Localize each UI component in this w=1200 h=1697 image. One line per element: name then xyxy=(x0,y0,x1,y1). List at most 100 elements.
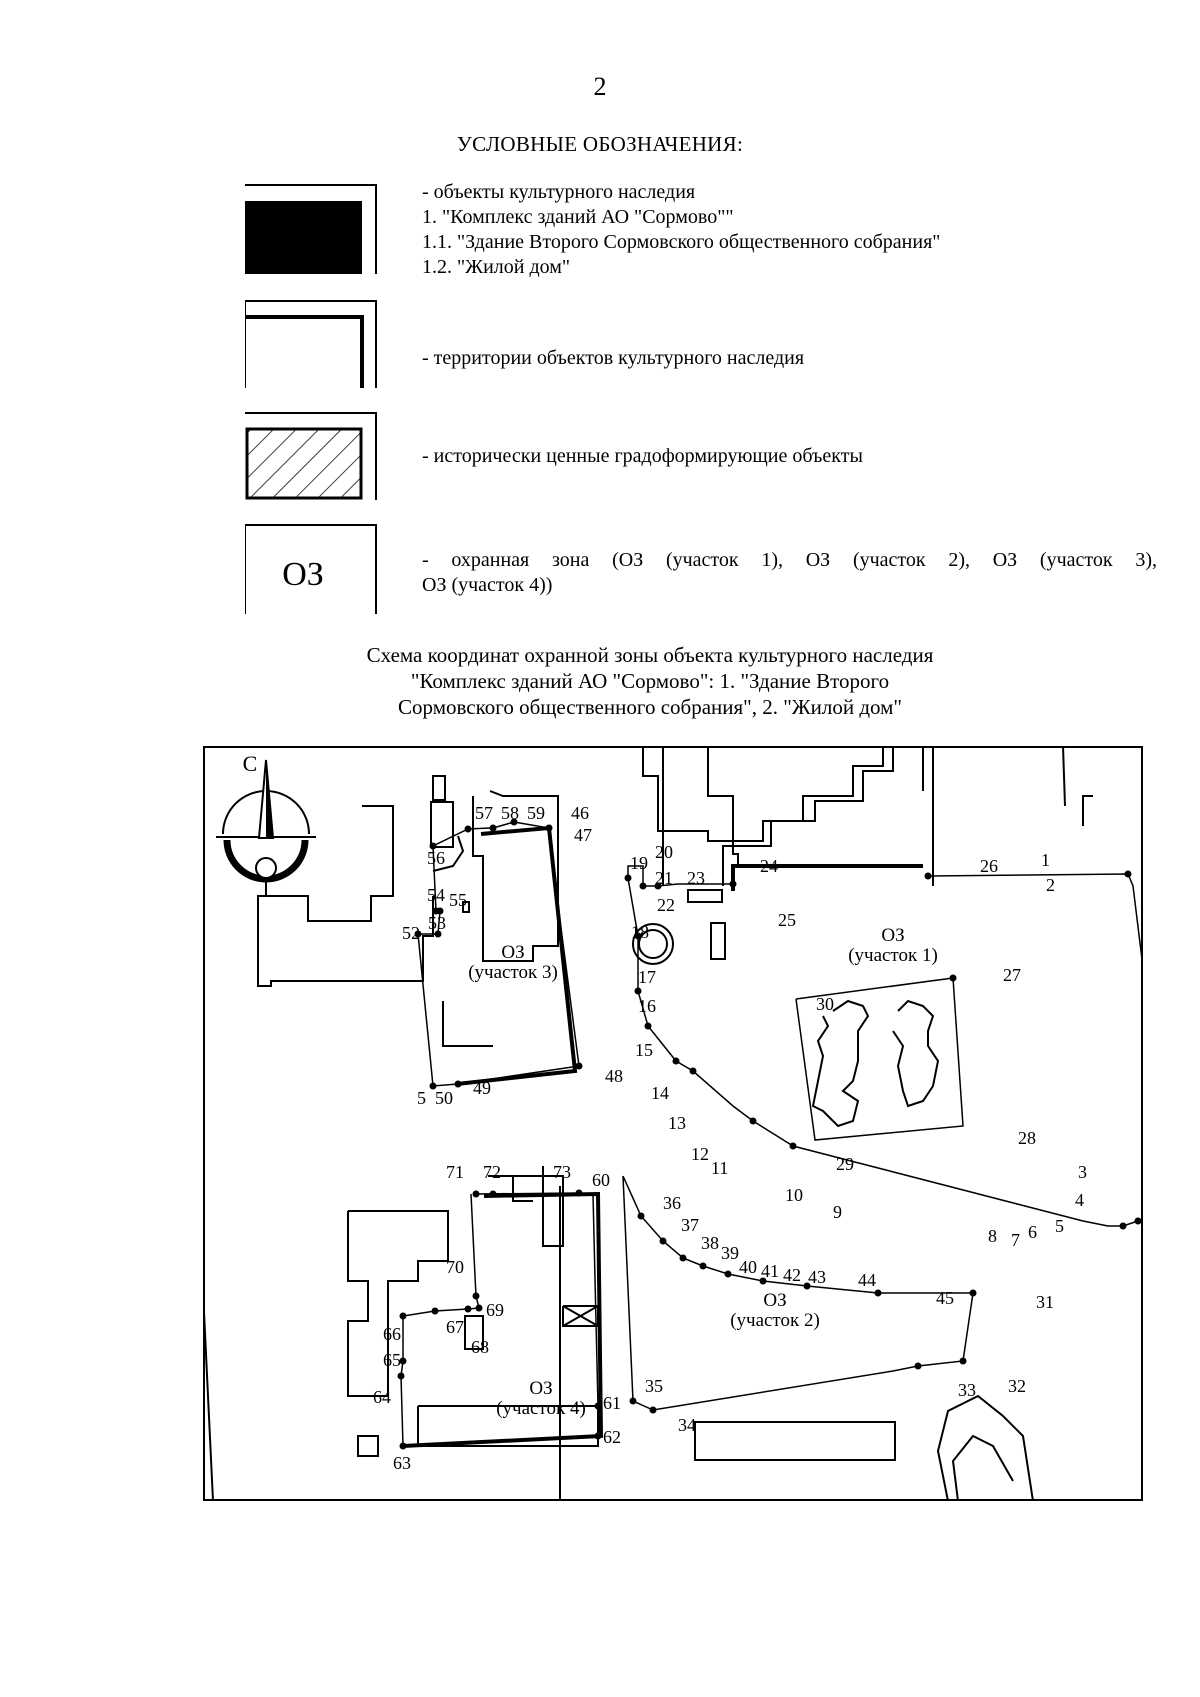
point-label: 15 xyxy=(635,1040,653,1060)
point-label: 12 xyxy=(691,1144,709,1164)
point-label: 47 xyxy=(574,825,592,845)
legend-item-territory: - территории объектов культурного наслед… xyxy=(422,347,805,369)
point-label: 14 xyxy=(651,1083,669,1103)
legend-symbol-heritage-object xyxy=(245,184,377,274)
point-label: 40 xyxy=(739,1257,757,1277)
zone-1-name: ОЗ xyxy=(881,925,904,946)
point-label: 8 xyxy=(988,1226,997,1246)
point-label: 23 xyxy=(687,868,705,888)
scheme-title: Схема координат охранной зоны объекта ку… xyxy=(300,642,1000,720)
legend-zone-symbol-text: ОЗ xyxy=(282,556,324,593)
point-label: 37 xyxy=(681,1215,699,1235)
point-label: 27 xyxy=(1003,965,1021,985)
legend-title: УСЛОВНЫЕ ОБОЗНАЧЕНИЯ: xyxy=(456,132,744,156)
point-label: 61 xyxy=(603,1393,621,1413)
point-label: 34 xyxy=(678,1415,696,1435)
point-label: 59 xyxy=(527,803,545,823)
point-label: 54 xyxy=(427,885,445,905)
buildings xyxy=(203,746,1093,1501)
zone-1-sub: (участок 1) xyxy=(848,945,938,966)
zone-4-sub: (участок 4) xyxy=(496,1398,586,1419)
point-label: 1 xyxy=(1041,850,1050,870)
point-label: 18 xyxy=(631,922,649,942)
point-label: 5 xyxy=(417,1088,426,1108)
point-label: 2 xyxy=(1046,875,1055,895)
scheme-title-line: Схема координат охранной зоны объекта ку… xyxy=(366,643,934,667)
page-number: 2 xyxy=(593,72,607,101)
point-label: 36 xyxy=(663,1193,681,1213)
point-label: 31 xyxy=(1036,1292,1054,1312)
legend-line: - охранная зона (ОЗ (участок 1), ОЗ (уча… xyxy=(422,549,1157,571)
zone-1-boundary xyxy=(627,865,1143,1227)
point-label: 25 xyxy=(778,910,796,930)
rect-27-30 xyxy=(795,977,964,1141)
north-arrow-icon: С xyxy=(216,751,316,896)
point-label: 30 xyxy=(816,994,834,1014)
zone-2-sub: (участок 2) xyxy=(730,1310,820,1331)
point-label: 41 xyxy=(761,1261,779,1281)
point-label: 33 xyxy=(958,1380,976,1400)
point-label: 22 xyxy=(657,895,675,915)
point-label: 68 xyxy=(471,1337,489,1357)
point-label: 64 xyxy=(373,1387,391,1407)
point-label: 67 xyxy=(446,1317,464,1337)
legend-line: - объекты культурного наследия xyxy=(422,181,696,203)
point-label: 26 xyxy=(980,856,998,876)
point-label: 43 xyxy=(808,1267,826,1287)
legend-line: 1.1. "Здание Второго Сормовского обществ… xyxy=(422,231,941,253)
point-label: 57 xyxy=(475,803,493,823)
point-label: 63 xyxy=(393,1453,411,1473)
point-label: 48 xyxy=(605,1066,623,1086)
point-label: 16 xyxy=(638,996,656,1016)
legend-symbol-hatched-objects xyxy=(245,412,377,500)
point-label: 38 xyxy=(701,1233,719,1253)
point-label: 24 xyxy=(760,856,778,876)
pavilion-icon xyxy=(632,923,674,965)
point-label: 65 xyxy=(383,1350,401,1370)
point-label: 21 xyxy=(655,868,673,888)
legend-item-protection-zone: - охранная зона (ОЗ (участок 1), ОЗ (уча… xyxy=(422,548,1157,598)
legend-item-heritage-objects: - объекты культурного наследия 1. "Компл… xyxy=(422,180,1157,280)
scheme-title-line: Сормовского общественного собрания", 2. … xyxy=(398,695,902,719)
point-label: 29 xyxy=(836,1154,854,1174)
point-label: 50 xyxy=(435,1088,453,1108)
point-label: 6 xyxy=(1028,1222,1037,1242)
legend-symbol-protection-zone: ОЗ xyxy=(245,524,377,614)
point-label: 56 xyxy=(427,848,445,868)
point-label: 11 xyxy=(711,1158,728,1178)
zone-4-name: ОЗ xyxy=(529,1378,552,1399)
point-label: 46 xyxy=(571,803,589,823)
legend-item-hatched: - исторически ценные градоформирующие об… xyxy=(422,445,863,467)
point-label: 55 xyxy=(449,890,467,910)
zone-2-boundary xyxy=(622,1175,974,1411)
point-label: 4 xyxy=(1075,1190,1084,1210)
point-label: 73 xyxy=(553,1162,571,1182)
boundary-vertices xyxy=(397,818,1142,1450)
point-label: 19 xyxy=(630,853,648,873)
point-label: 35 xyxy=(645,1376,663,1396)
point-label: 49 xyxy=(473,1078,491,1098)
legend-line: 1.2. "Жилой дом" xyxy=(422,256,571,278)
point-label: 52 xyxy=(402,923,420,943)
legend-symbol-heritage-territory xyxy=(245,300,377,388)
point-label: 69 xyxy=(486,1300,504,1320)
scheme-title-line: "Комплекс зданий АО "Сормово": 1. "Здани… xyxy=(410,669,890,693)
legend-line: 1. "Комплекс зданий АО "Сормово"" xyxy=(422,206,734,228)
north-label: С xyxy=(243,751,258,776)
point-label: 45 xyxy=(936,1288,954,1308)
point-label: 5 xyxy=(1055,1216,1064,1236)
zone-3-name: ОЗ xyxy=(501,942,524,963)
coordinate-scheme-map: С xyxy=(203,746,1143,1501)
point-label: 72 xyxy=(483,1162,501,1182)
zone-2-name: ОЗ xyxy=(763,1290,786,1311)
legend-line: ОЗ (участок 4)) xyxy=(422,574,553,596)
point-label: 7 xyxy=(1011,1230,1020,1250)
point-label: 32 xyxy=(1008,1376,1026,1396)
point-label: 17 xyxy=(638,967,656,987)
point-label: 70 xyxy=(446,1257,464,1277)
point-label: 58 xyxy=(501,803,519,823)
point-label: 13 xyxy=(668,1113,686,1133)
point-label: 39 xyxy=(721,1243,739,1263)
point-label: 71 xyxy=(446,1162,464,1182)
point-label: 60 xyxy=(592,1170,610,1190)
